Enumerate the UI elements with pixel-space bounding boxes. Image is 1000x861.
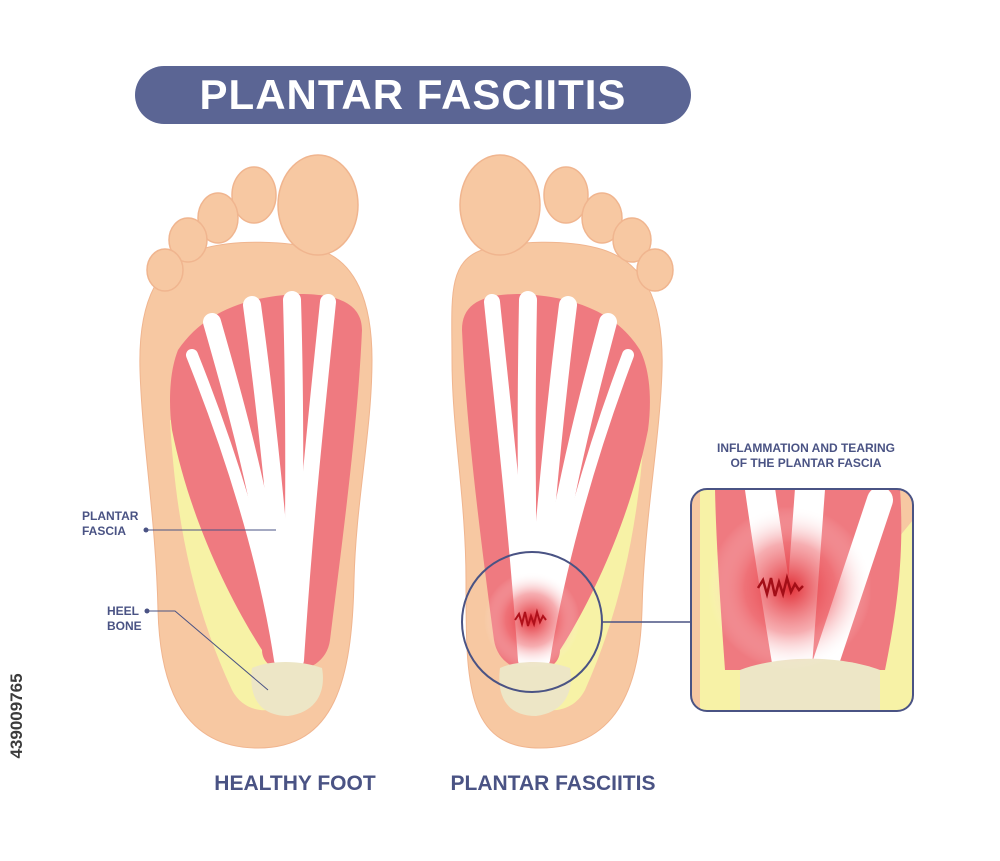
zoom-tear-mark [756,573,804,599]
heel-bone-label: HEEL BONE [107,604,142,634]
fasciitis-caption: PLANTAR FASCIITIS [450,772,656,795]
title-banner: PLANTAR FASCIITIS [135,66,691,124]
heel-bone-leader [147,610,269,691]
heel-bone-leader-dot [144,608,150,614]
healthy-foot-caption: HEALTHY FOOT [214,772,376,795]
healthy-foot-fascia [186,291,336,669]
heel-bone-label-line1: HEEL [107,604,140,618]
stock-id: 439009765 [7,673,26,759]
inflammation-label-line2: OF THE PLANTAR FASCIA [730,456,882,470]
plantar-fascia-leader-dot [143,527,149,533]
zoom-callout-box-icon [690,488,914,712]
healthy-foot [139,154,373,749]
heel-bone-label-line2: BONE [107,619,142,633]
fasciitis-foot-heel-bone [499,662,571,716]
fasciitis-foot-toes [459,154,674,292]
inflammation-label: INFLAMMATION AND TEARING OF THE PLANTAR … [706,441,906,471]
plantar-fascia-label: PLANTAR FASCIA [82,509,138,539]
healthy-foot-heel-bone [251,662,323,716]
plantar-fascia-label-line2: FASCIA [82,524,127,538]
tear-mark [514,608,547,628]
page-title: PLANTAR FASCIITIS [199,71,627,118]
plantar-fascia-label-line1: PLANTAR [82,509,139,523]
inflammation-label-line1: INFLAMMATION AND TEARING [717,441,895,455]
fasciitis-foot [451,154,691,749]
healthy-foot-toes [146,154,359,292]
